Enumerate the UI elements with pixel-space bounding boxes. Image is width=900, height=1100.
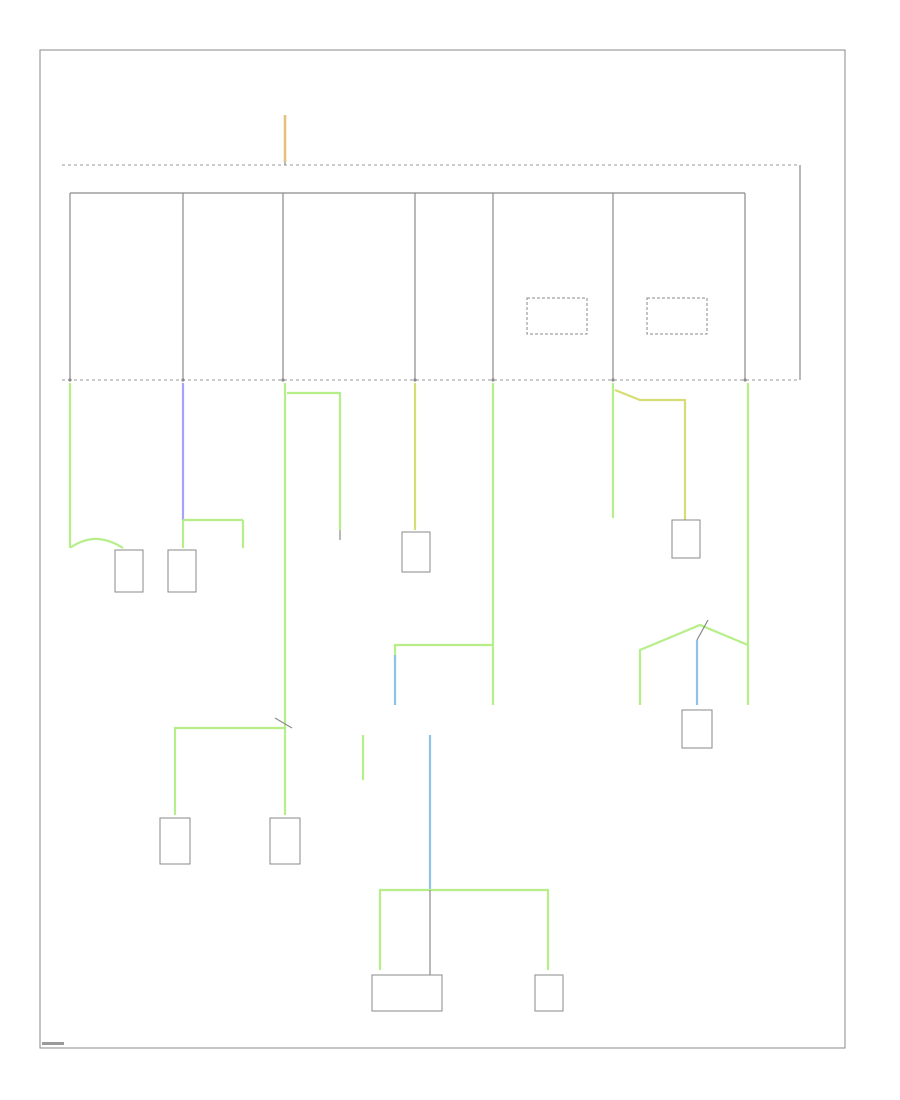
component-1b	[114, 549, 144, 593]
circuit-2	[167, 383, 255, 593]
circuit-4	[401, 383, 431, 573]
page-tag	[42, 1042, 64, 1045]
fuse-panel	[62, 192, 800, 381]
component-6a	[671, 519, 701, 559]
component-3a	[159, 817, 191, 865]
component-3b	[269, 817, 301, 865]
junctions	[68, 378, 747, 382]
relay-right	[646, 297, 708, 335]
component-2a	[167, 549, 197, 593]
diagram-frame	[39, 49, 846, 1049]
relay-left	[526, 297, 588, 335]
circuit-6	[611, 383, 701, 559]
top-feed	[62, 82, 835, 380]
circuit-7	[638, 383, 750, 749]
component-4a	[401, 531, 431, 573]
circuit-1	[60, 383, 144, 593]
connector-2b	[225, 548, 255, 552]
component-7a	[681, 709, 713, 749]
component-5b	[534, 974, 564, 1012]
connector-1a	[60, 548, 80, 552]
fuse-box-label-area	[795, 172, 835, 222]
component-5a	[371, 974, 443, 1012]
circuit-5	[361, 383, 564, 1012]
circuit-3	[159, 383, 342, 865]
